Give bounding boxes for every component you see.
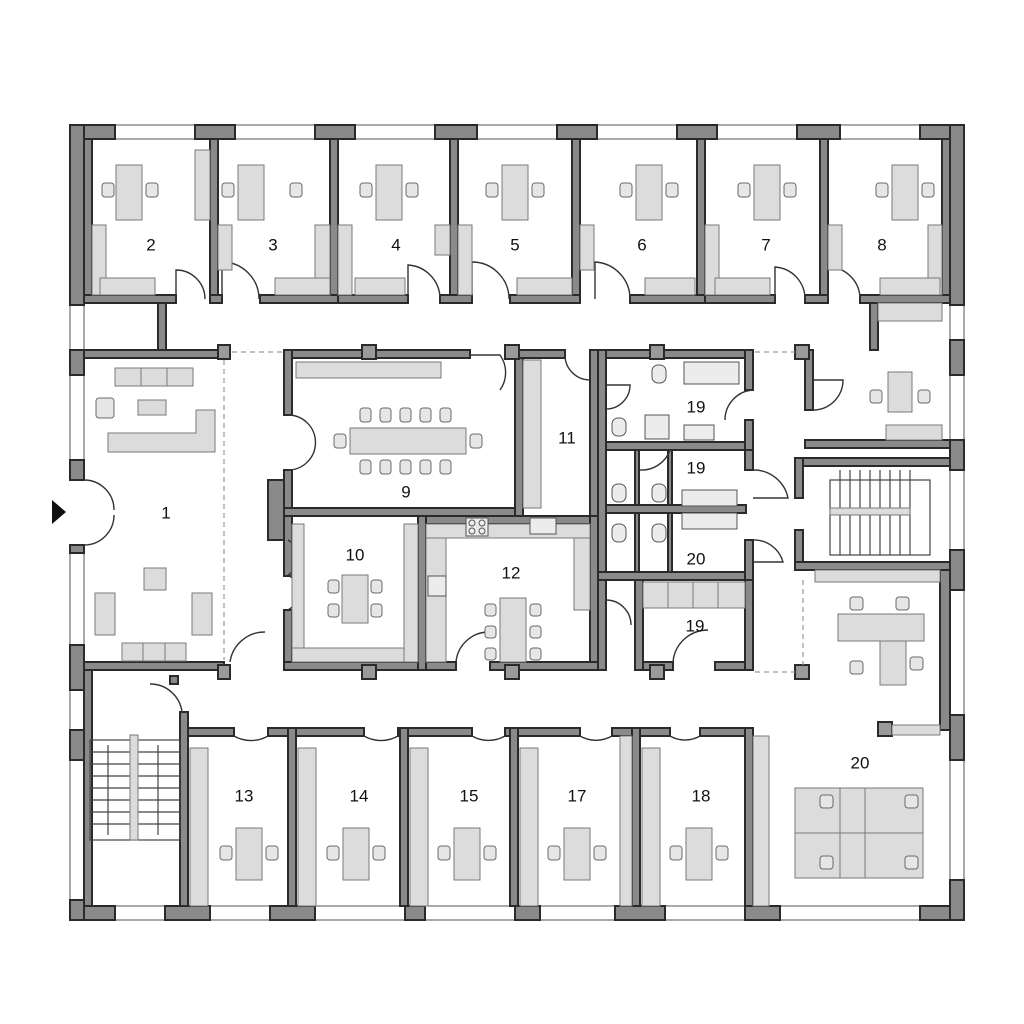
staircase-icon [89, 470, 931, 841]
zone-boundaries [223, 351, 804, 673]
room-label-11: 11 [558, 428, 576, 447]
toilet-icon [611, 364, 667, 543]
pillars [217, 344, 893, 737]
room-label-8: 8 [877, 235, 886, 254]
room-label-3: 3 [268, 235, 277, 254]
room-label-14: 14 [350, 786, 369, 805]
chair-icon [333, 407, 483, 475]
chair-icon [327, 579, 383, 618]
chair-icon [484, 603, 542, 661]
room-label-13: 13 [235, 786, 254, 805]
room-labels: 1 2 3 4 5 6 7 8 9 10 11 12 13 14 15 17 1… [146, 235, 886, 805]
room-label-10: 10 [346, 545, 365, 564]
room-label-6: 6 [637, 235, 646, 254]
room-label-20-office: 20 [851, 753, 870, 772]
entrance-arrow-icon [52, 500, 66, 524]
room-label-17: 17 [568, 786, 587, 805]
room-label-19-upper: 19 [687, 397, 706, 416]
interior-walls [83, 138, 951, 907]
room-label-15: 15 [460, 786, 479, 805]
chair-icon [849, 596, 924, 675]
chair-icon [819, 794, 919, 870]
stove-icon [427, 517, 489, 597]
room-label-5: 5 [510, 235, 519, 254]
room-label-7: 7 [761, 235, 770, 254]
desk-icon [189, 735, 770, 907]
room-label-1: 1 [161, 503, 170, 522]
exterior-walls [69, 124, 965, 921]
room-label-19-middle: 19 [687, 458, 706, 477]
sofa-icon [94, 367, 213, 662]
chair-icon [101, 182, 935, 198]
room-label-2: 2 [146, 235, 155, 254]
door-swing-icon [83, 261, 861, 742]
room-label-9: 9 [401, 482, 410, 501]
furniture [91, 149, 943, 907]
sink-icon [681, 424, 738, 530]
room-label-18: 18 [692, 786, 711, 805]
room-label-12: 12 [502, 563, 521, 582]
sink-icon [529, 517, 557, 535]
room-label-19-lower: 19 [686, 616, 705, 635]
room-label-20-wc: 20 [687, 549, 706, 568]
room-label-4: 4 [391, 235, 400, 254]
desk-icon [91, 149, 943, 296]
chair-icon [219, 845, 729, 861]
